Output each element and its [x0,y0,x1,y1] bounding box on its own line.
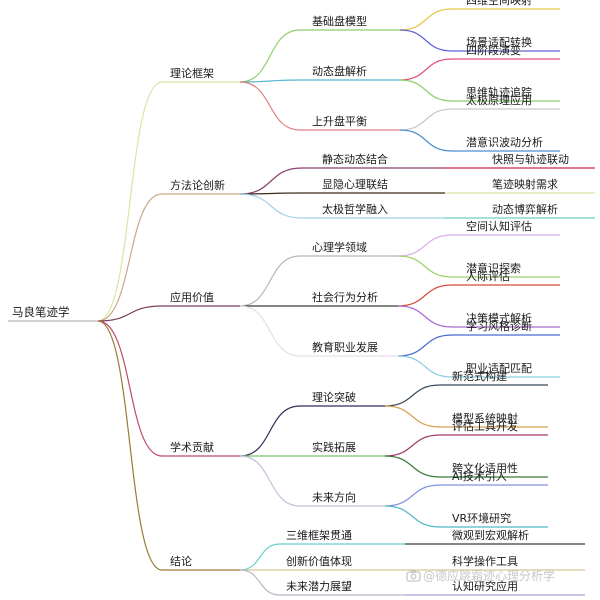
subtopic-connector [399,79,453,102]
subtopic-label: 人际评估 [466,270,510,283]
branch-label: 结论 [170,554,192,568]
subtopic-connector [399,129,453,152]
topic-connector [239,543,281,571]
watermark-text: @德应跳霜迹心理分析学 [423,568,555,583]
branch-connector [97,320,163,571]
subtopic-label: VR环境研究 [452,511,511,525]
topic-label: 基础盘模型 [312,14,367,28]
topic-label: 实践拓展 [312,440,356,454]
subtopic-connector [384,384,441,407]
camera-icon [406,570,421,582]
subtopic-connector [397,305,453,328]
branch-connector [97,320,163,457]
topic-connector [239,81,301,131]
subtopic-label: 潜意识探索 [466,261,521,275]
topic-connector [239,405,301,457]
subtopic-label: 空间认知评估 [466,219,532,233]
subtopic-label: 场景适配转换 [466,35,532,49]
subtopic-label: 决策模式解析 [466,311,532,325]
watermark: @德应跳霜迹心理分析学 [406,568,555,583]
subtopic-label: 潜意识波动分析 [466,135,543,149]
topic-label: 太极哲学融入 [322,202,388,216]
topic-label: 静态动态结合 [322,152,388,166]
subtopic-connector [384,434,441,457]
subtopic-connector [397,255,453,278]
subtopic-connector [397,355,453,378]
topic-label: 动态盘解析 [312,64,367,78]
subtopic-label: 太极原理应用 [466,93,532,107]
topic-label: 社会行为分析 [312,290,378,304]
branch-label: 方法论创新 [170,178,225,192]
branch-label: 学术贡献 [170,440,214,454]
branch-connector [97,81,163,322]
subtopic-label: 笔迹映射需求 [492,177,558,191]
root-node-label: 马良笔迹学 [12,305,70,319]
branch-label: 应用价值 [170,290,214,304]
topic-label: 未来潜力展望 [286,579,352,593]
topic-label: 创新价值体现 [286,554,352,568]
branch-connector [97,193,163,322]
subtopic-label: 思维轨迹追踪 [466,85,532,99]
subtopic-connector [384,455,441,478]
subtopic-label: 新范式构建 [452,369,507,383]
topic-label: 未来方向 [312,490,356,504]
topic-label: 显隐心理联结 [322,178,388,191]
subtopic-connector [399,8,453,31]
subtopic-connector [399,108,453,131]
subtopic-label: 跨文化适用性 [452,461,518,475]
subtopic-connector [397,334,453,357]
subtopic-label: 模型系统映射 [452,411,518,425]
topic-connector [239,193,303,219]
subtopic-connector [384,484,441,507]
subtopic-connector [399,58,453,81]
subtopic-label: 科学操作工具 [452,554,518,568]
subtopic-label: 四阶段演变 [466,43,521,57]
topic-connector [239,255,301,307]
topic-label: 理论突破 [312,390,356,404]
topic-connector [239,305,301,357]
subtopic-label: 学习风格诊断 [466,319,532,333]
subtopic-label: 四维空间映射 [466,0,532,7]
subtopic-label: AI技术引入 [452,469,507,483]
mind-map-edges [8,8,595,596]
topic-connector [239,455,301,507]
topic-connector [239,29,301,83]
topic-connector [239,79,301,83]
subtopic-label: 微观到宏观解析 [452,528,529,542]
subtopic-connector [399,29,453,52]
subtopic-connector [397,234,453,257]
subtopic-connector [384,405,441,428]
topic-connector [239,569,281,596]
subtopic-label: 评估工具开发 [452,419,518,433]
branch-label: 理论框架 [170,66,214,80]
subtopic-connector [397,284,453,307]
topic-label: 三维框架贯通 [286,529,352,542]
subtopic-label: 认知研究应用 [452,579,518,593]
subtopic-label: 快照与轨迹联动 [492,152,569,166]
branch-connector [97,305,163,322]
topic-connector [239,167,303,195]
subtopic-label: 职业适配匹配 [466,362,532,375]
topic-label: 教育职业发展 [312,340,378,354]
subtopic-label: 动态博弈解析 [492,202,558,216]
subtopic-connector [384,505,441,528]
topic-label: 上升盘平衡 [312,114,367,128]
topic-label: 心理学领域 [312,240,367,254]
